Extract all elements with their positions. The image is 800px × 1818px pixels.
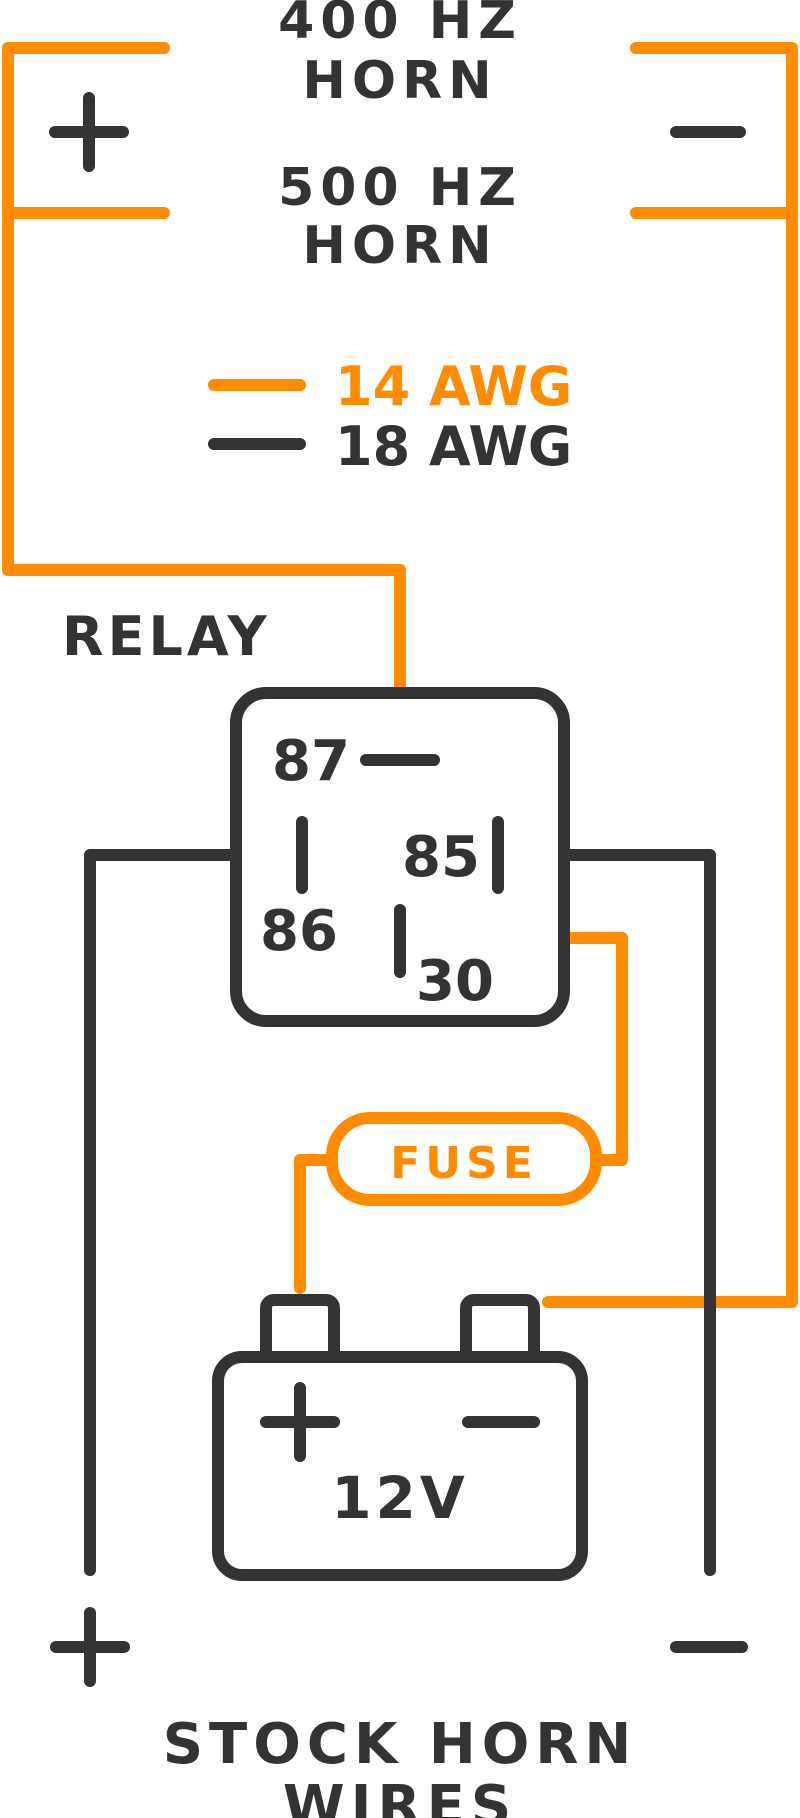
relay-box xyxy=(230,687,570,1027)
relay-pin87-label: 87 xyxy=(272,729,350,794)
stock-wires-label: WIRES xyxy=(283,1774,517,1818)
wire-positive-horn-bus xyxy=(2,42,406,751)
legend-orange-label: 14 AWG xyxy=(335,355,572,418)
fuse-label: FUSE xyxy=(390,1138,538,1189)
horn1-frequency: 400 HZ xyxy=(278,0,522,51)
battery: 12V xyxy=(212,1294,588,1581)
fuse-box xyxy=(326,1112,602,1206)
battery-voltage-label: 12V xyxy=(331,1464,469,1532)
relay-pin30-label: 30 xyxy=(416,949,494,1014)
legend-dark-label: 18 AWG xyxy=(335,415,572,478)
horn2-label: HORN xyxy=(302,216,497,276)
wire-negative-horn-bus xyxy=(542,42,798,1308)
relay-pin85-label: 85 xyxy=(402,825,480,890)
horn2-frequency: 500 HZ xyxy=(278,158,522,218)
horn1-label: HORN xyxy=(302,51,497,111)
legend: 14 AWG 18 AWG xyxy=(208,355,572,478)
battery-positive-sign xyxy=(260,1382,340,1462)
stock-positive-sign xyxy=(50,1607,130,1687)
relay-contacts xyxy=(296,754,504,978)
stock-horn-label: STOCK HORN xyxy=(163,1712,638,1777)
relay-title: RELAY xyxy=(62,605,271,668)
relay-pin86-label: 86 xyxy=(260,899,338,964)
battery-body xyxy=(212,1351,588,1581)
horn-positive-sign xyxy=(49,92,129,172)
